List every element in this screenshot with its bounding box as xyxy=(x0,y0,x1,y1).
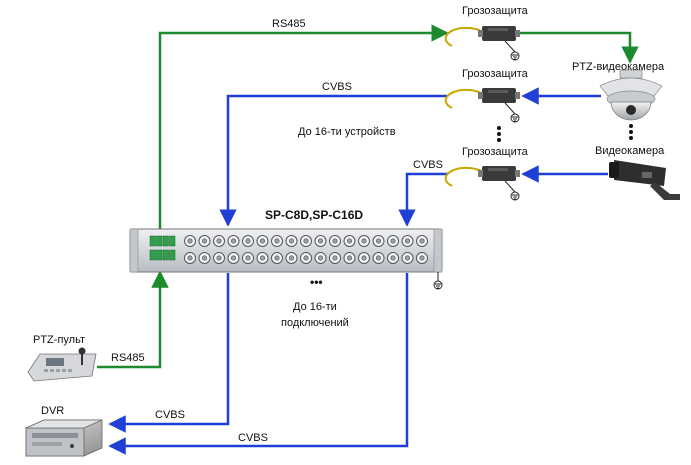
ground-icon xyxy=(510,191,520,201)
bnc-connector-icon xyxy=(358,252,370,264)
ptz-dome-camera-icon xyxy=(599,69,663,121)
rs485-line-to-surge xyxy=(158,24,449,230)
bnc-connector-icon xyxy=(372,252,385,264)
rs485-line-to-ptz-camera xyxy=(520,31,639,64)
surge-protector-icon xyxy=(444,166,520,193)
up-to-16-devices-label: До 16-ти устройств xyxy=(298,126,396,138)
continuation-dots xyxy=(629,124,633,140)
bnc-connector-icon xyxy=(300,235,312,247)
bnc-connector-icon xyxy=(285,252,298,264)
cvbs-line-panel-to-dvr-1 xyxy=(108,273,230,433)
cvbs-line-panel-to-dvr-2 xyxy=(108,273,409,455)
bnc-connector-icon xyxy=(387,235,399,247)
bnc-connector-icon xyxy=(227,252,240,264)
ground-icon xyxy=(433,280,443,290)
dvr-label: DVR xyxy=(41,405,64,417)
device-model-label: SP-C8D,SP-C16D xyxy=(265,208,363,222)
bnc-connector-icon xyxy=(416,235,428,247)
surge-protector-icon xyxy=(444,88,520,115)
bnc-connector-icon xyxy=(387,252,399,264)
rs485-line-from-console xyxy=(97,270,169,369)
terminal-block-icon xyxy=(149,235,176,261)
rs485-top-label: RS485 xyxy=(272,18,306,30)
bnc-connector-icon xyxy=(256,252,269,264)
cvbs-dvr-label-1: CVBS xyxy=(155,409,185,421)
bnc-connector-icon xyxy=(343,252,356,264)
cvbs-line-surge-to-panel-top xyxy=(219,94,448,227)
surge-protector-icon xyxy=(444,26,520,53)
bnc-connector-icon xyxy=(416,252,428,264)
cvbs-line-surge-to-panel-right xyxy=(398,172,448,227)
ptz-console-label: PTZ-пульт xyxy=(33,334,85,346)
ground-icon xyxy=(510,113,520,123)
ptz-keyboard-icon xyxy=(27,347,97,382)
bnc-connector-icon xyxy=(213,235,225,247)
surge-label-1: Грозозащита xyxy=(462,5,529,17)
bnc-connector-icon xyxy=(242,252,254,264)
bnc-connector-icon xyxy=(285,235,298,247)
bnc-connector-icon xyxy=(184,235,196,247)
continuation-dots xyxy=(497,126,501,142)
bnc-connector-icon xyxy=(314,235,327,247)
bnc-connector-icon xyxy=(343,235,356,247)
bnc-connector-icon xyxy=(213,252,225,264)
cvbs-mid-label: CVBS xyxy=(413,159,443,171)
video-balun-panel xyxy=(129,228,443,273)
bnc-connector-icon xyxy=(227,235,240,247)
bnc-connector-icon xyxy=(358,235,370,247)
surge-label-3: Грозозащита xyxy=(462,146,529,158)
cvbs-dvr-label-2: CVBS xyxy=(238,432,268,444)
camera-label: Видеокамера xyxy=(595,145,665,157)
bnc-connector-icon xyxy=(198,252,211,264)
surge-label-2: Грозозащита xyxy=(462,68,529,80)
bnc-connector-icon xyxy=(314,252,327,264)
bnc-connector-icon xyxy=(329,235,341,247)
connections-ellipsis: ••• xyxy=(310,275,323,289)
up-to-16-connections-line2: подключений xyxy=(281,317,349,329)
bnc-connector-icon xyxy=(300,252,312,264)
up-to-16-connections-line1: До 16-ти xyxy=(293,301,337,313)
bullet-camera-icon xyxy=(609,160,680,200)
bnc-connector-icon xyxy=(198,235,211,247)
bnc-connector-icon xyxy=(271,235,283,247)
bnc-connector-icon xyxy=(401,235,414,247)
dvr-recorder-icon xyxy=(25,419,103,457)
bnc-connector-icon xyxy=(256,235,269,247)
ptz-camera-label: PTZ-видеокамера xyxy=(572,61,665,73)
cvbs-top-label: CVBS xyxy=(322,81,352,93)
bnc-connector-icon xyxy=(401,252,414,264)
bnc-connector-icon xyxy=(184,252,196,264)
bnc-connector-icon xyxy=(242,235,254,247)
ground-icon xyxy=(510,51,520,61)
rs485-bottom-label: RS485 xyxy=(111,352,145,364)
bnc-connector-icon xyxy=(329,252,341,264)
bnc-connector-icon xyxy=(372,235,385,247)
bnc-connector-icon xyxy=(271,252,283,264)
